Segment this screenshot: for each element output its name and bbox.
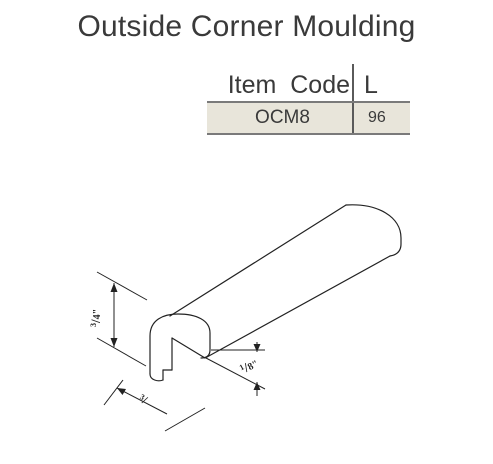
- spec-table: Item Code L OCM8 96: [207, 64, 410, 135]
- cell-item-code: OCM8: [207, 102, 354, 135]
- header-length: L: [353, 64, 410, 103]
- height-dimension: [96, 271, 148, 367]
- table-header-row: Item Code L: [207, 64, 410, 103]
- thickness-dimension: [205, 342, 266, 396]
- height-dimension-label: 3/4": [88, 309, 103, 327]
- page-title: Outside Corner Moulding: [77, 10, 416, 43]
- cell-length: 96: [353, 102, 410, 135]
- moulding-outline: [149, 204, 402, 382]
- header-item-code: Item Code: [207, 64, 354, 103]
- thickness-dimension-label: 1/8": [237, 355, 260, 377]
- width-dimension: [103, 379, 206, 432]
- width-dimension-label: 3/: [137, 391, 151, 407]
- table-row: OCM8 96: [207, 102, 410, 135]
